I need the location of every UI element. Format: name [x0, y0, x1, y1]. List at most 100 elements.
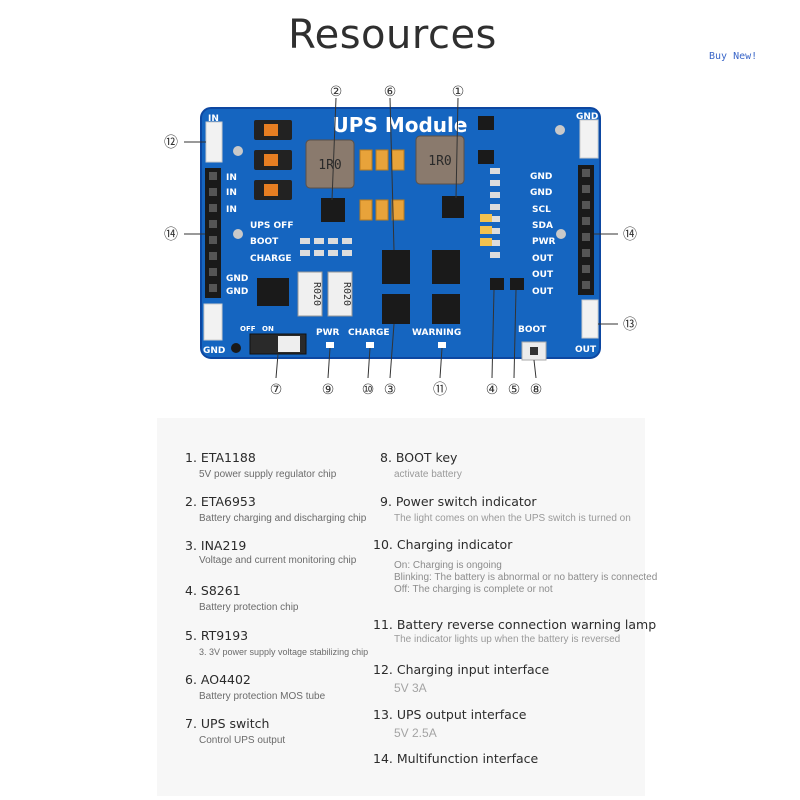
silk-left-4: BOOT [250, 237, 279, 247]
silk-gnd-bottom: GND [203, 346, 225, 356]
resource-title: 11. Battery reverse connection warning l… [373, 617, 657, 632]
resource-title: 10. Charging indicator [373, 537, 513, 552]
resource-title: 12. Charging input interface [373, 662, 550, 677]
silk-right-4: PWR [532, 237, 556, 247]
resource-desc: Voltage and current monitoring chip [199, 555, 357, 566]
resource-desc: Battery protection MOS tube [199, 691, 326, 702]
silk-left-1: IN [226, 188, 237, 198]
ic-s8261 [490, 278, 504, 290]
callout-3: ③ [384, 382, 397, 398]
resource-title: 9. Power switch indicator [380, 494, 537, 509]
silk-left-7: GND [226, 287, 248, 297]
right-header [578, 165, 594, 295]
silk-right-1: GND [530, 188, 552, 198]
silk-right-5: OUT [532, 254, 554, 264]
resource-item-8: 8. BOOT key activate battery [380, 450, 462, 480]
silk-right-2: SCL [532, 205, 551, 215]
out-connector [581, 299, 599, 339]
resource-desc-line: Blinking: The battery is abnormal or no … [394, 572, 658, 583]
resource-item-2: 2. ETA6953 Battery charging and discharg… [185, 494, 366, 524]
silk-on: ON [262, 325, 274, 333]
resource-desc: 3. 3V power supply voltage stabilizing c… [199, 647, 369, 657]
pwr-led [326, 342, 334, 348]
silk-left-5: CHARGE [250, 254, 292, 264]
callout-11: ⑪ [433, 382, 447, 398]
resource-desc: activate battery [394, 469, 462, 480]
callout-14-right: ⑭ [623, 227, 637, 243]
resource-title: 13. UPS output interface [373, 707, 527, 722]
callout-12: ⑫ [164, 135, 178, 151]
resource-desc-line: On: Charging is ongoing [394, 560, 502, 571]
ic-eta1188 [442, 196, 464, 218]
resource-title: 7. UPS switch [185, 716, 270, 731]
board-svg: 1R0 1R0 R020 R020 [164, 84, 637, 398]
ic-eta6953 [321, 198, 345, 222]
ic-ina219 [382, 294, 410, 324]
page-title: Resources [288, 12, 497, 58]
resource-title: 1. ETA1188 [185, 450, 256, 465]
shunt-left-label: R020 [311, 282, 322, 306]
module-label: UPS Module [333, 113, 468, 137]
resource-desc: 5V 2.5A [394, 726, 437, 740]
ic-rt9193 [510, 278, 524, 290]
silk-right-3: SDA [532, 221, 553, 231]
silk-left-0: IN [226, 173, 237, 183]
gnd-top-connector [579, 119, 599, 159]
board-diagram: 1R0 1R0 R020 R020 [150, 72, 650, 402]
silk-right-6: OUT [532, 270, 554, 280]
callout-10: ⑩ [362, 382, 375, 398]
resource-title: 5. RT9193 [185, 628, 249, 643]
callout-6: ⑥ [384, 84, 397, 100]
silk-in-top: IN [208, 114, 219, 124]
inductor-right-label: 1R0 [428, 154, 451, 169]
resource-item-12: 12. Charging input interface 5V 3A [373, 662, 549, 695]
resource-item-5: 5. RT9193 3. 3V power supply voltage sta… [185, 628, 368, 657]
callout-2: ② [330, 84, 343, 100]
resource-desc: Battery charging and discharging chip [199, 513, 367, 524]
silk-gnd-top: GND [576, 112, 598, 122]
in-connector [205, 121, 223, 163]
callout-7: ⑦ [270, 382, 283, 398]
shunt-right-label: R020 [341, 282, 352, 306]
silk-right-7: OUT [532, 287, 554, 297]
silk-charge: CHARGE [348, 328, 390, 338]
resource-desc: 5V 3A [394, 681, 427, 695]
resource-desc-line: Off: The charging is complete or not [394, 584, 553, 595]
resource-desc: Battery protection chip [199, 602, 299, 613]
silk-out-bottom: OUT [575, 345, 597, 355]
inductor-left [305, 139, 355, 189]
silk-left-2: IN [226, 205, 237, 215]
resource-item-4: 4. S8261 Battery protection chip [185, 583, 299, 613]
resource-desc: The light comes on when the UPS switch i… [394, 513, 631, 524]
resource-item-13: 13. UPS output interface 5V 2.5A [373, 707, 526, 740]
resource-desc: The indicator lights up when the battery… [394, 634, 621, 645]
silk-warning: WARNING [412, 328, 461, 338]
silk-pwr: PWR [316, 328, 340, 338]
resource-item-1: 1. ETA1188 5V power supply regulator chi… [185, 450, 336, 480]
gnd-bottom-connector [203, 303, 223, 341]
inductor-left-label: 1R0 [318, 158, 341, 173]
resource-item-3: 3. INA219 Voltage and current monitoring… [185, 538, 356, 566]
resource-title: 3. INA219 [185, 538, 247, 553]
silk-left-3: UPS OFF [250, 221, 293, 231]
resources-panel: 1. ETA1188 5V power supply regulator chi… [157, 418, 657, 796]
resource-title: 14. Multifunction interface [373, 751, 539, 766]
callout-14-left: ⑭ [164, 227, 178, 243]
buy-new-link[interactable]: Buy New! [709, 51, 758, 62]
resource-item-6: 6. AO4402 Battery protection MOS tube [185, 672, 325, 702]
resource-title: 6. AO4402 [185, 672, 251, 687]
resource-item-7: 7. UPS switch Control UPS output [185, 716, 285, 746]
silk-left-6: GND [226, 274, 248, 284]
inductor-right [415, 135, 465, 185]
resource-title: 4. S8261 [185, 583, 241, 598]
callout-4: ④ [486, 382, 499, 398]
silk-off: OFF [240, 325, 256, 333]
silk-right-0: GND [530, 172, 552, 182]
left-header [205, 168, 221, 298]
silk-boot: BOOT [518, 325, 547, 335]
ic-mos-left [257, 278, 289, 306]
resource-title: 8. BOOT key [380, 450, 458, 465]
resource-item-14: 14. Multifunction interface [373, 751, 538, 766]
ic-ao4402-b [432, 250, 460, 284]
ic-ao4402-a [382, 250, 410, 284]
